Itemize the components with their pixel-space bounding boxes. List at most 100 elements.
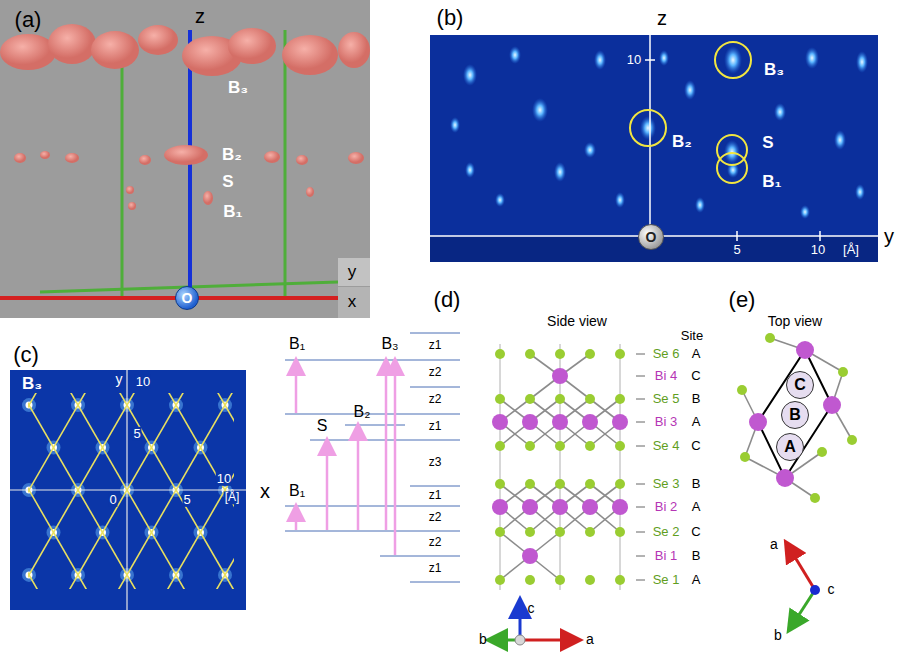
figure-label: 0	[108, 493, 117, 507]
figure-label: Side view	[547, 314, 607, 329]
layer-tick	[636, 556, 645, 557]
figure-label: Se 1	[653, 573, 680, 587]
figure-label: y	[348, 263, 357, 282]
figure-label: x	[260, 480, 270, 502]
panel-a-isosurface	[0, 0, 370, 318]
panel-b-density-map	[640, 116, 656, 140]
layer-ladder	[410, 486, 460, 487]
panel-a-isosurface	[282, 35, 338, 75]
figure-label: Site	[681, 329, 703, 343]
figure-label: A	[692, 500, 701, 514]
figure-label: z3	[429, 456, 442, 469]
layer-tick	[636, 354, 645, 355]
panel-a-isosurface	[203, 191, 213, 205]
se-atom	[585, 527, 595, 537]
figure-label: z1	[429, 489, 442, 502]
se-atom	[525, 394, 535, 404]
lattice-line	[152, 393, 235, 448]
crystal-top-view	[817, 447, 827, 457]
lattice-line	[127, 490, 234, 589]
lattice-line	[28, 393, 234, 589]
bi-atom	[552, 499, 568, 515]
figure-label: B	[692, 392, 701, 406]
bi-atom	[522, 548, 538, 564]
panel-b-density-map	[584, 142, 596, 158]
lattice-line	[54, 393, 235, 589]
bi-atom	[492, 499, 508, 515]
lattice-line	[28, 393, 234, 589]
panel-b-density-map	[532, 98, 548, 122]
layer-tick	[636, 507, 645, 508]
lattice-line	[103, 393, 235, 532]
panel-a-isosurface	[284, 30, 287, 300]
se-atom	[525, 527, 535, 537]
layer-ladder	[285, 531, 460, 532]
panel-a-isosurface	[296, 155, 308, 165]
figure-label: Bi 4	[655, 369, 677, 383]
figure-label: 10	[811, 243, 825, 257]
layer-tick	[636, 532, 645, 533]
lattice-line	[28, 393, 234, 589]
lattice-line	[28, 393, 225, 589]
se-atom	[585, 441, 595, 451]
panel-b-density-map	[695, 197, 705, 213]
lattice-line	[28, 393, 234, 589]
crystal-top-view	[810, 585, 820, 595]
figure-label: x	[348, 293, 357, 312]
panel-b-density-map	[615, 192, 625, 208]
atom-site-circle: B	[781, 401, 809, 429]
layer-ladder	[410, 333, 460, 334]
figure-label: b	[479, 632, 487, 647]
figure-label: z	[657, 7, 667, 29]
crystal-side-view	[515, 635, 525, 645]
panel-b-density-map	[509, 46, 521, 64]
panel-b-density-map	[834, 130, 846, 150]
bi-atom	[522, 414, 538, 430]
figure-label: z2	[429, 511, 442, 524]
panel-a-isosurface	[65, 153, 79, 163]
figure-label: B₂	[672, 133, 692, 152]
figure-label: z1	[429, 339, 442, 352]
panel-b-density-map	[450, 117, 460, 133]
bi-atom	[612, 499, 628, 515]
se-atom	[495, 349, 505, 359]
layer-ladder	[410, 582, 460, 583]
lattice-line	[28, 393, 176, 575]
panel-b-density-map	[465, 162, 475, 178]
layer-tick	[636, 399, 645, 400]
figure-label: 10	[135, 375, 151, 389]
panel-a-isosurface	[91, 31, 139, 69]
se-atom	[495, 479, 505, 489]
figure-label: Bi 2	[655, 500, 677, 514]
figure-label: z1	[429, 420, 442, 433]
site-letter: A	[784, 439, 796, 455]
crystal-top-view	[737, 385, 747, 395]
panel-b-density-map	[855, 184, 865, 200]
figure-label: B₂	[222, 146, 242, 165]
figure-label: y	[884, 225, 894, 247]
panel-a-isosurface	[0, 0, 370, 318]
lattice-line	[28, 393, 152, 532]
figure-label: z2	[429, 536, 442, 549]
panel-b-density-map	[800, 205, 810, 219]
panel-a-isosurface	[40, 151, 50, 159]
panel-b-density-map	[463, 64, 477, 86]
se-atom	[555, 479, 565, 489]
figure-label: A	[692, 415, 701, 429]
se-atom	[615, 527, 625, 537]
lattice-line	[176, 393, 234, 405]
crystal-side-view	[500, 344, 501, 590]
figure-label: z	[195, 5, 205, 27]
se-atom	[555, 349, 565, 359]
crystal-side-view	[620, 344, 621, 590]
crystal-top-view	[790, 549, 815, 590]
figure-label: Se 2	[653, 525, 680, 539]
crystal-top-view	[765, 333, 775, 343]
panel-a-isosurface	[338, 32, 370, 68]
panel-b-density-map	[594, 50, 606, 70]
figure-label: Se 6	[653, 347, 680, 361]
figure-label: 5	[733, 243, 740, 257]
panel-a-isosurface	[338, 287, 370, 318]
se-atom	[615, 575, 625, 585]
